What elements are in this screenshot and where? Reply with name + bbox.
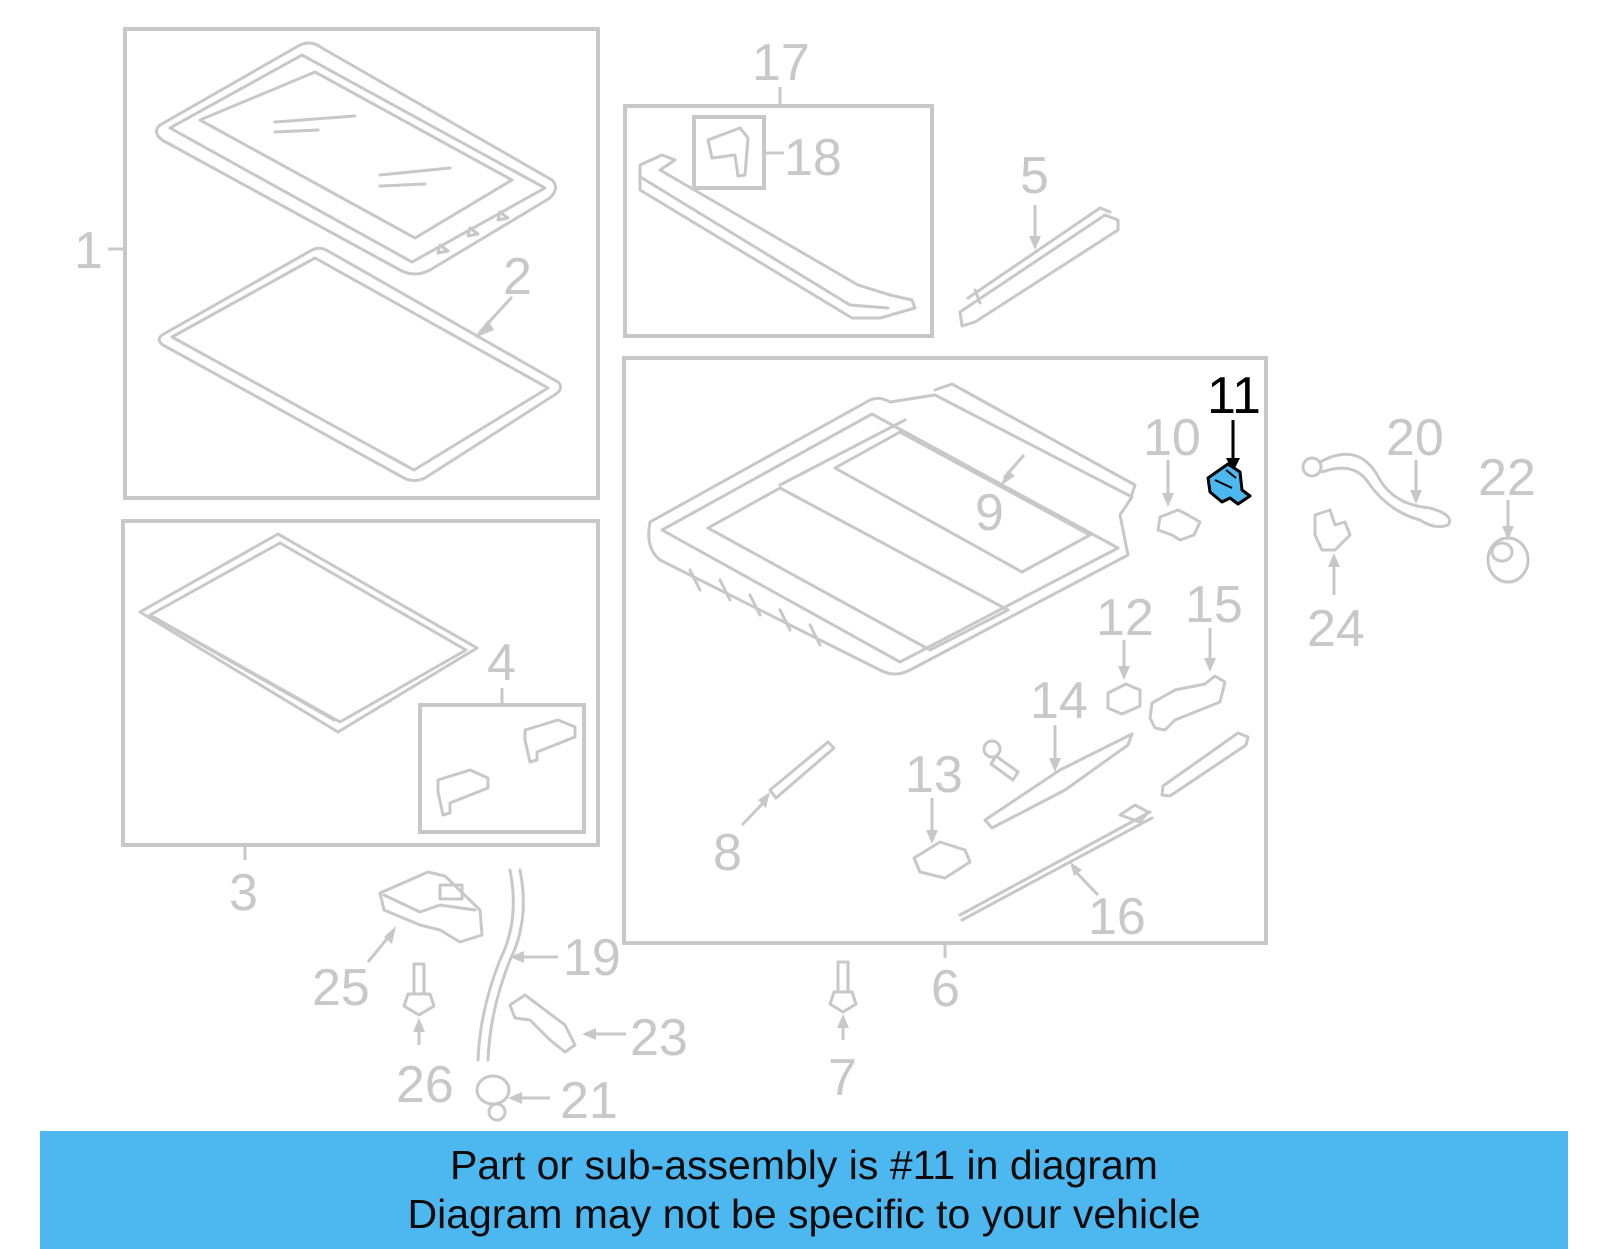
group-box-4 xyxy=(418,703,586,834)
callout-4: 4 xyxy=(487,634,516,692)
part-26-bolt xyxy=(402,962,436,1017)
part-8-strip xyxy=(768,740,836,800)
part-22-grommet xyxy=(1486,536,1530,584)
callout-19: 19 xyxy=(563,929,621,987)
callout-10: 10 xyxy=(1143,409,1201,467)
parts-diagram: 1 2 3 4 17 18 xyxy=(74,27,1536,1130)
group-box-1 xyxy=(123,27,600,500)
part-frame xyxy=(647,382,1137,676)
part-clips xyxy=(436,718,577,817)
callout-18: 18 xyxy=(784,129,842,187)
callout-25: 25 xyxy=(312,959,370,1017)
part-7-bolt xyxy=(828,960,858,1014)
group-box-18 xyxy=(692,115,766,190)
callout-5: 5 xyxy=(1020,147,1049,205)
callout-3: 3 xyxy=(229,864,258,922)
part-15-bracket xyxy=(1148,674,1227,732)
callout-21: 21 xyxy=(560,1072,618,1130)
part-11-clip-highlight xyxy=(1206,462,1252,506)
callout-8: 8 xyxy=(713,824,742,882)
group-box-3 xyxy=(121,519,600,847)
callout-16: 16 xyxy=(1088,888,1146,946)
part-deflector xyxy=(638,153,917,320)
part-20-hose xyxy=(1301,452,1451,529)
callout-15: 15 xyxy=(1185,576,1243,634)
part-12-block xyxy=(1106,682,1142,716)
callout-1: 1 xyxy=(74,222,103,280)
info-banner: Part or sub-assembly is #11 in diagram D… xyxy=(40,1131,1568,1249)
callout-17: 17 xyxy=(752,34,810,92)
part-10-bracket xyxy=(1156,508,1202,542)
part-glass-seal xyxy=(157,246,563,482)
part-14-bolt-and-plate xyxy=(982,732,1134,830)
callout-20: 20 xyxy=(1386,409,1444,467)
part-23-bracket xyxy=(508,993,577,1054)
banner-line-2: Diagram may not be specific to your vehi… xyxy=(407,1191,1201,1237)
callout-6: 6 xyxy=(931,960,960,1018)
part-13-slider xyxy=(912,840,972,880)
banner-line-1: Part or sub-assembly is #11 in diagram xyxy=(450,1142,1158,1188)
callout-14: 14 xyxy=(1030,672,1088,730)
callout-13: 13 xyxy=(905,746,963,804)
part-19-drain-tube xyxy=(476,868,525,1062)
part-glass-panel xyxy=(155,41,557,276)
callout-22: 22 xyxy=(1478,449,1536,507)
callout-9: 9 xyxy=(975,484,1004,542)
group-box-17 xyxy=(623,104,934,338)
callout-2: 2 xyxy=(503,248,532,306)
callout-11: 11 xyxy=(1207,367,1261,425)
part-sunshade xyxy=(138,532,479,734)
part-side-rail xyxy=(1160,731,1250,798)
callout-23: 23 xyxy=(630,1009,688,1067)
callout-7: 7 xyxy=(828,1049,857,1107)
callout-24: 24 xyxy=(1307,600,1365,658)
part-5-rail xyxy=(958,206,1120,328)
part-24-clip xyxy=(1313,508,1352,552)
callout-12: 12 xyxy=(1096,589,1154,647)
part-16-cable xyxy=(958,803,1154,922)
part-21-connector xyxy=(475,1074,511,1122)
part-25-motor xyxy=(378,870,484,944)
callout-26: 26 xyxy=(396,1056,454,1114)
